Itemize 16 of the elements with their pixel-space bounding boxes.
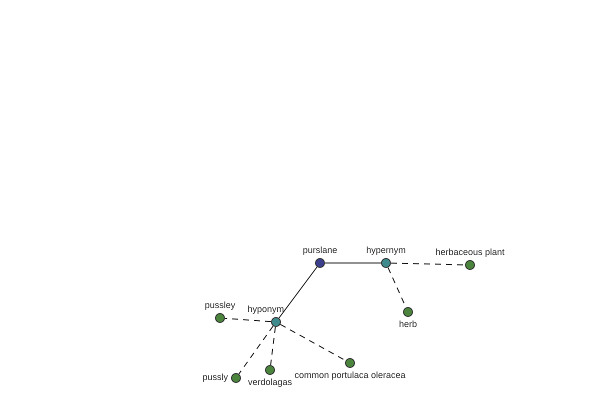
node-label: hyponym	[247, 304, 284, 315]
node-label: verdolagas	[248, 377, 292, 388]
connector-line	[324, 262, 382, 264]
node-label: pussly	[202, 372, 228, 383]
dashed-line	[390, 262, 466, 266]
dashed-line	[224, 318, 272, 322]
dashed-line	[280, 324, 346, 362]
node-label: herb	[399, 319, 418, 330]
dashed-line	[270, 326, 276, 366]
dashed-line	[238, 326, 274, 374]
node-label: pussley	[204, 300, 236, 311]
connector-line	[278, 266, 318, 318]
node-label: purslane	[302, 245, 338, 256]
node-label: herbaceous plant	[435, 247, 505, 258]
node-label: common portulaca oleracea	[294, 370, 406, 381]
node-label: hypernym	[366, 245, 406, 256]
